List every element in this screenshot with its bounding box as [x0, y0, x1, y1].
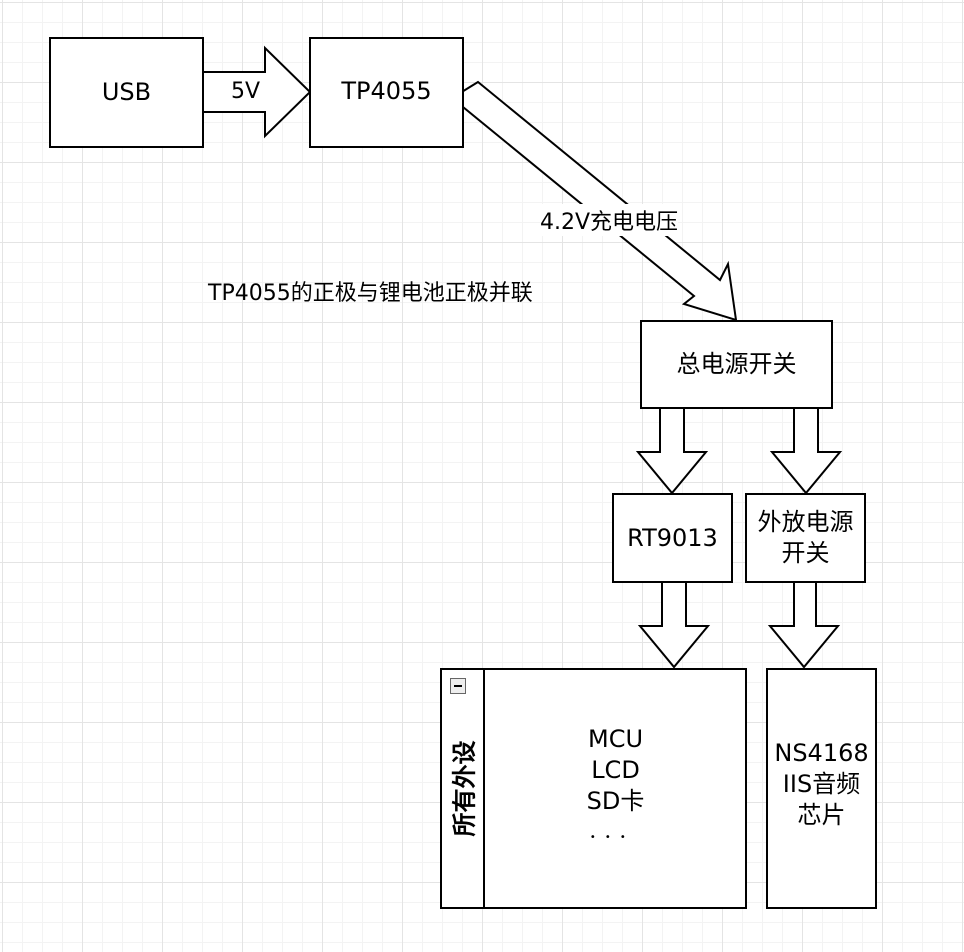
peripheral-item: ．．．	[588, 822, 643, 843]
node-main-switch[interactable]: 总电源开关	[640, 320, 833, 409]
edge-label-charge-voltage: 4.2V充电电压	[540, 204, 679, 236]
node-tp4055[interactable]: TP4055	[309, 37, 464, 148]
peripheral-item: LCD	[591, 756, 640, 784]
node-ns4168-line: 芯片	[797, 801, 846, 829]
battery-note: TP4055的正极与锂电池正极并联	[208, 281, 533, 306]
peripherals-content: MCU LCD SD卡 ．．．	[484, 668, 747, 909]
edge-label-5v: 5V	[231, 79, 261, 104]
peripherals-title-text: 所有外设	[450, 740, 479, 836]
node-speaker-switch-line: 外放电源	[757, 508, 854, 536]
collapse-icon[interactable]	[450, 678, 466, 694]
peripheral-item: MCU	[587, 725, 644, 753]
node-rt9013[interactable]: RT9013	[612, 493, 733, 583]
node-main-switch-label: 总电源开关	[676, 350, 797, 378]
node-ns4168[interactable]: NS4168 IIS音频 芯片	[766, 668, 877, 909]
arrow-usb-to-tp4055	[201, 45, 312, 139]
node-ns4168-line: IIS音频	[782, 770, 861, 798]
node-speaker-switch[interactable]: 外放电源 开关	[745, 493, 866, 583]
peripherals-title-bar	[440, 668, 485, 909]
arrow-tp4055-to-main-switch	[450, 80, 738, 322]
peripheral-item: SD卡	[586, 787, 645, 815]
arrow-speaker-switch-to-ns4168	[767, 581, 841, 669]
peripherals-container[interactable]	[440, 668, 747, 909]
peripherals-title: 所有外设	[440, 668, 484, 908]
node-tp4055-label: TP4055	[341, 77, 432, 105]
arrow-main-switch-to-rt9013	[635, 407, 709, 495]
node-rt9013-label: RT9013	[627, 523, 718, 552]
node-usb[interactable]: USB	[49, 37, 204, 148]
node-ns4168-line: NS4168	[774, 739, 869, 767]
node-usb-label: USB	[101, 78, 152, 106]
arrow-rt9013-to-peripherals	[637, 581, 711, 669]
arrow-main-switch-to-speaker-switch	[769, 407, 843, 495]
node-speaker-switch-line: 开关	[781, 539, 830, 567]
